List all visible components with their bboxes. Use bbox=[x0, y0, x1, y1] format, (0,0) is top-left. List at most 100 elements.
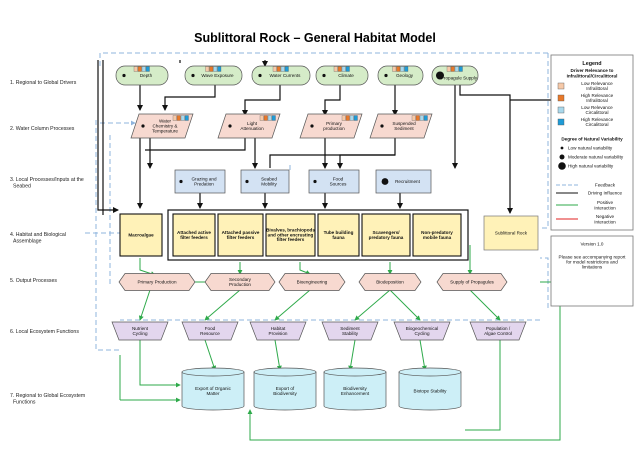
driver-line-wave-chem bbox=[162, 85, 216, 111]
relevance-swatch bbox=[349, 115, 354, 121]
legend-swatch bbox=[557, 118, 565, 126]
relevance-swatch bbox=[419, 115, 424, 121]
legend-variability-dot bbox=[558, 162, 566, 170]
page-title: Sublittoral Rock – General Habitat Model bbox=[194, 31, 436, 45]
variability-dot bbox=[245, 179, 249, 184]
habitat-label: Sublittoral Rock bbox=[495, 231, 528, 236]
relevance-swatch bbox=[415, 115, 420, 121]
relevance-swatch bbox=[396, 66, 401, 72]
level-label: 6. Local Ecosystem Functions bbox=[10, 329, 79, 335]
legend-variability-item: Low natural variability bbox=[568, 146, 613, 151]
relevance-swatch bbox=[137, 66, 142, 72]
pos-line-biodep-biogeo bbox=[389, 289, 421, 321]
legend-variability-title: Degree of Natural Variability bbox=[561, 137, 623, 142]
relevance-swatch bbox=[280, 66, 285, 72]
variability-dot bbox=[179, 179, 183, 184]
driver-label: Climate bbox=[338, 73, 354, 78]
legend-variability-item: Moderate natural variability bbox=[568, 155, 624, 160]
function-label: Population /Algae Control bbox=[484, 326, 512, 336]
relevance-swatch bbox=[423, 115, 428, 121]
relevance-swatch bbox=[345, 115, 350, 121]
legend-swatch bbox=[557, 94, 565, 102]
pos-line-sediment-enh bbox=[348, 339, 356, 371]
output-supply-of-propagules: Supply of Propagules bbox=[436, 273, 508, 291]
relevance-swatch bbox=[333, 66, 338, 72]
sediment-line-food bbox=[337, 138, 396, 169]
relevance-swatch bbox=[180, 115, 185, 121]
relevance-swatch bbox=[145, 66, 150, 72]
relevance-swatch bbox=[172, 115, 177, 121]
driver-line-climate-primary bbox=[322, 85, 341, 116]
version-label: Version 1.0 bbox=[581, 242, 604, 247]
variability-dot bbox=[384, 73, 388, 78]
relevance-swatch bbox=[404, 66, 409, 72]
driver-label: Water Currents bbox=[270, 73, 302, 78]
variability-dot bbox=[313, 179, 317, 184]
relevance-swatch bbox=[263, 115, 268, 121]
relevance-swatch bbox=[267, 115, 272, 121]
legend-line-item: Driving Influence bbox=[588, 191, 623, 196]
assemblage-macroalgae: Macroalgae bbox=[119, 213, 163, 257]
variability-dot bbox=[322, 73, 326, 78]
driver-line-propagule-habitat bbox=[459, 85, 513, 214]
driver-depth: Depth bbox=[115, 65, 169, 86]
light-line-macro bbox=[145, 138, 246, 151]
function-population-algae-control: Population /Algae Control bbox=[469, 321, 527, 341]
level-label: 1. Regional to Global Drivers bbox=[10, 80, 77, 86]
driver-line-current-light bbox=[242, 85, 281, 116]
feedback-line-top bbox=[99, 52, 548, 66]
output-bioengineering: Bioengineering bbox=[278, 273, 346, 291]
pos-line-macro-pp bbox=[139, 258, 156, 277]
relevance-swatch bbox=[184, 115, 189, 121]
relevance-swatch bbox=[454, 66, 459, 72]
relevance-swatch bbox=[272, 66, 277, 72]
driver-label: Propagule Supply bbox=[441, 76, 478, 81]
legend-line-item: Feedback bbox=[595, 183, 616, 188]
driver-geology: Geology bbox=[377, 65, 424, 86]
driver-label: Geology bbox=[396, 73, 414, 78]
legend-variability-item: High natural variability bbox=[568, 164, 614, 169]
relevance-swatch bbox=[400, 66, 405, 72]
assemblage-label: Macroalgae bbox=[128, 232, 154, 237]
regional-label: Biotope Stability bbox=[414, 389, 448, 394]
variability-dot bbox=[380, 124, 384, 128]
assemblage-scavengers-predatory-fauna: Scavengers/predatory fauna bbox=[361, 213, 411, 257]
sediment-line-mobility bbox=[269, 154, 395, 168]
habitat-rect bbox=[483, 215, 539, 251]
level-label: 2. Water Column Processes bbox=[10, 126, 75, 132]
relevance-swatch bbox=[392, 66, 397, 72]
version-frame bbox=[550, 235, 634, 307]
relevance-swatch bbox=[411, 115, 416, 121]
pos-line-prop-pop bbox=[469, 289, 501, 321]
